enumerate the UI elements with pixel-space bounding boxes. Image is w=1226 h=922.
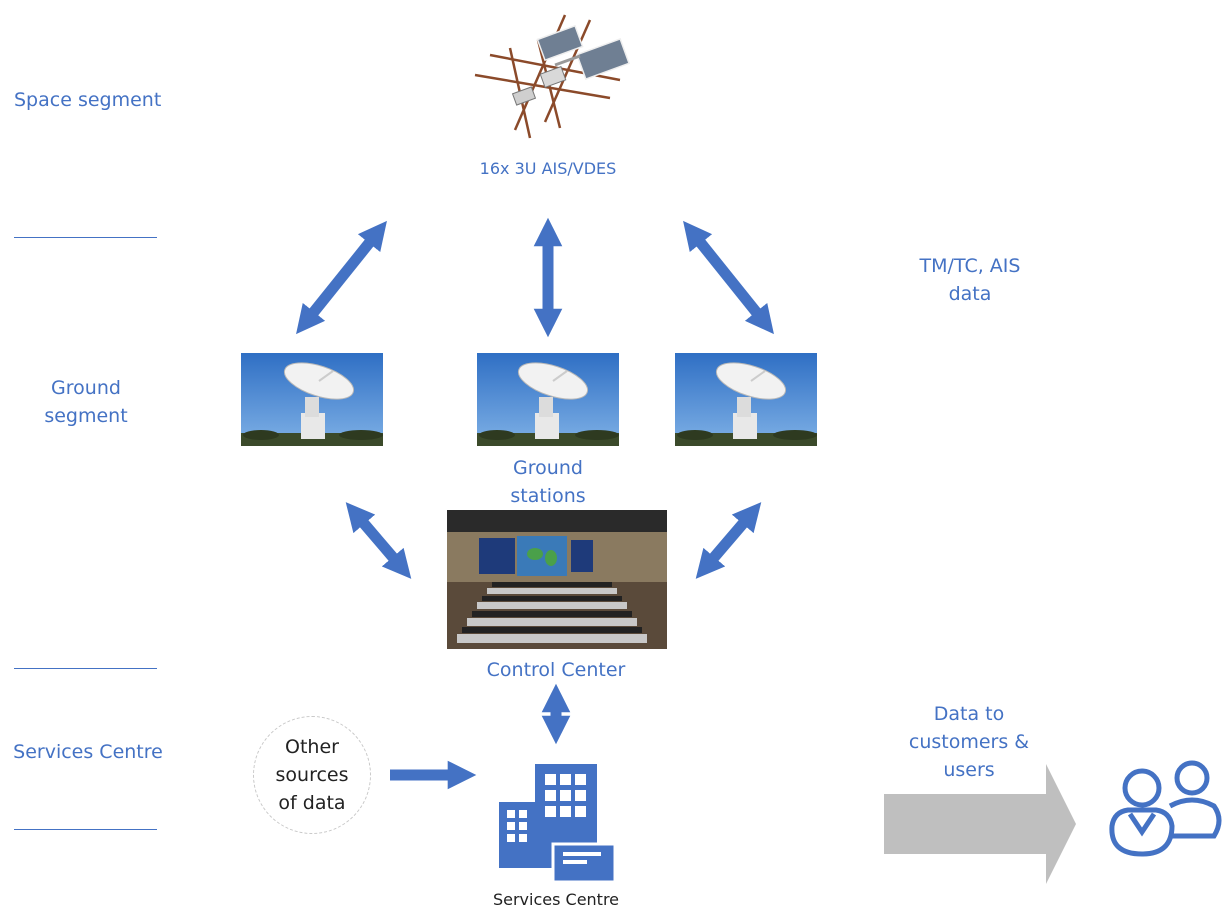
other-sources-circle (253, 716, 371, 834)
space-segment-label: Space segment (14, 89, 162, 111)
arrow-sat-station-right (683, 220, 774, 335)
services-centre-side-label: Services Centre (13, 741, 163, 763)
tmtc-label: TM/TC, AIS data (919, 255, 1021, 305)
arrow-sat-station-left (296, 220, 387, 335)
data-to-customers-label: Data to customers & users (908, 703, 1030, 781)
antenna-icon (675, 353, 817, 446)
satellite-icon (470, 10, 630, 140)
divider-ground-services (14, 668, 157, 669)
divider-space-ground (14, 237, 157, 238)
divider-services-bottom (14, 829, 157, 830)
services-centre-label: Services Centre (492, 890, 620, 909)
control-center-label: Control Center (486, 659, 626, 681)
ground-segment-label: Ground segment (44, 377, 128, 427)
ground-stations-label: Ground stations (510, 457, 586, 507)
antenna-icon (477, 353, 619, 446)
other-sources-label: Other sources of data (275, 736, 349, 814)
building-icon (495, 760, 617, 885)
satellite-label: 16x 3U AIS/VDES (479, 159, 617, 178)
control-room-icon (447, 510, 667, 649)
antenna-icon (241, 353, 383, 446)
users-icon (1100, 756, 1226, 860)
arrow-station-control-left (345, 502, 412, 579)
arrow-station-control-right (695, 502, 762, 579)
